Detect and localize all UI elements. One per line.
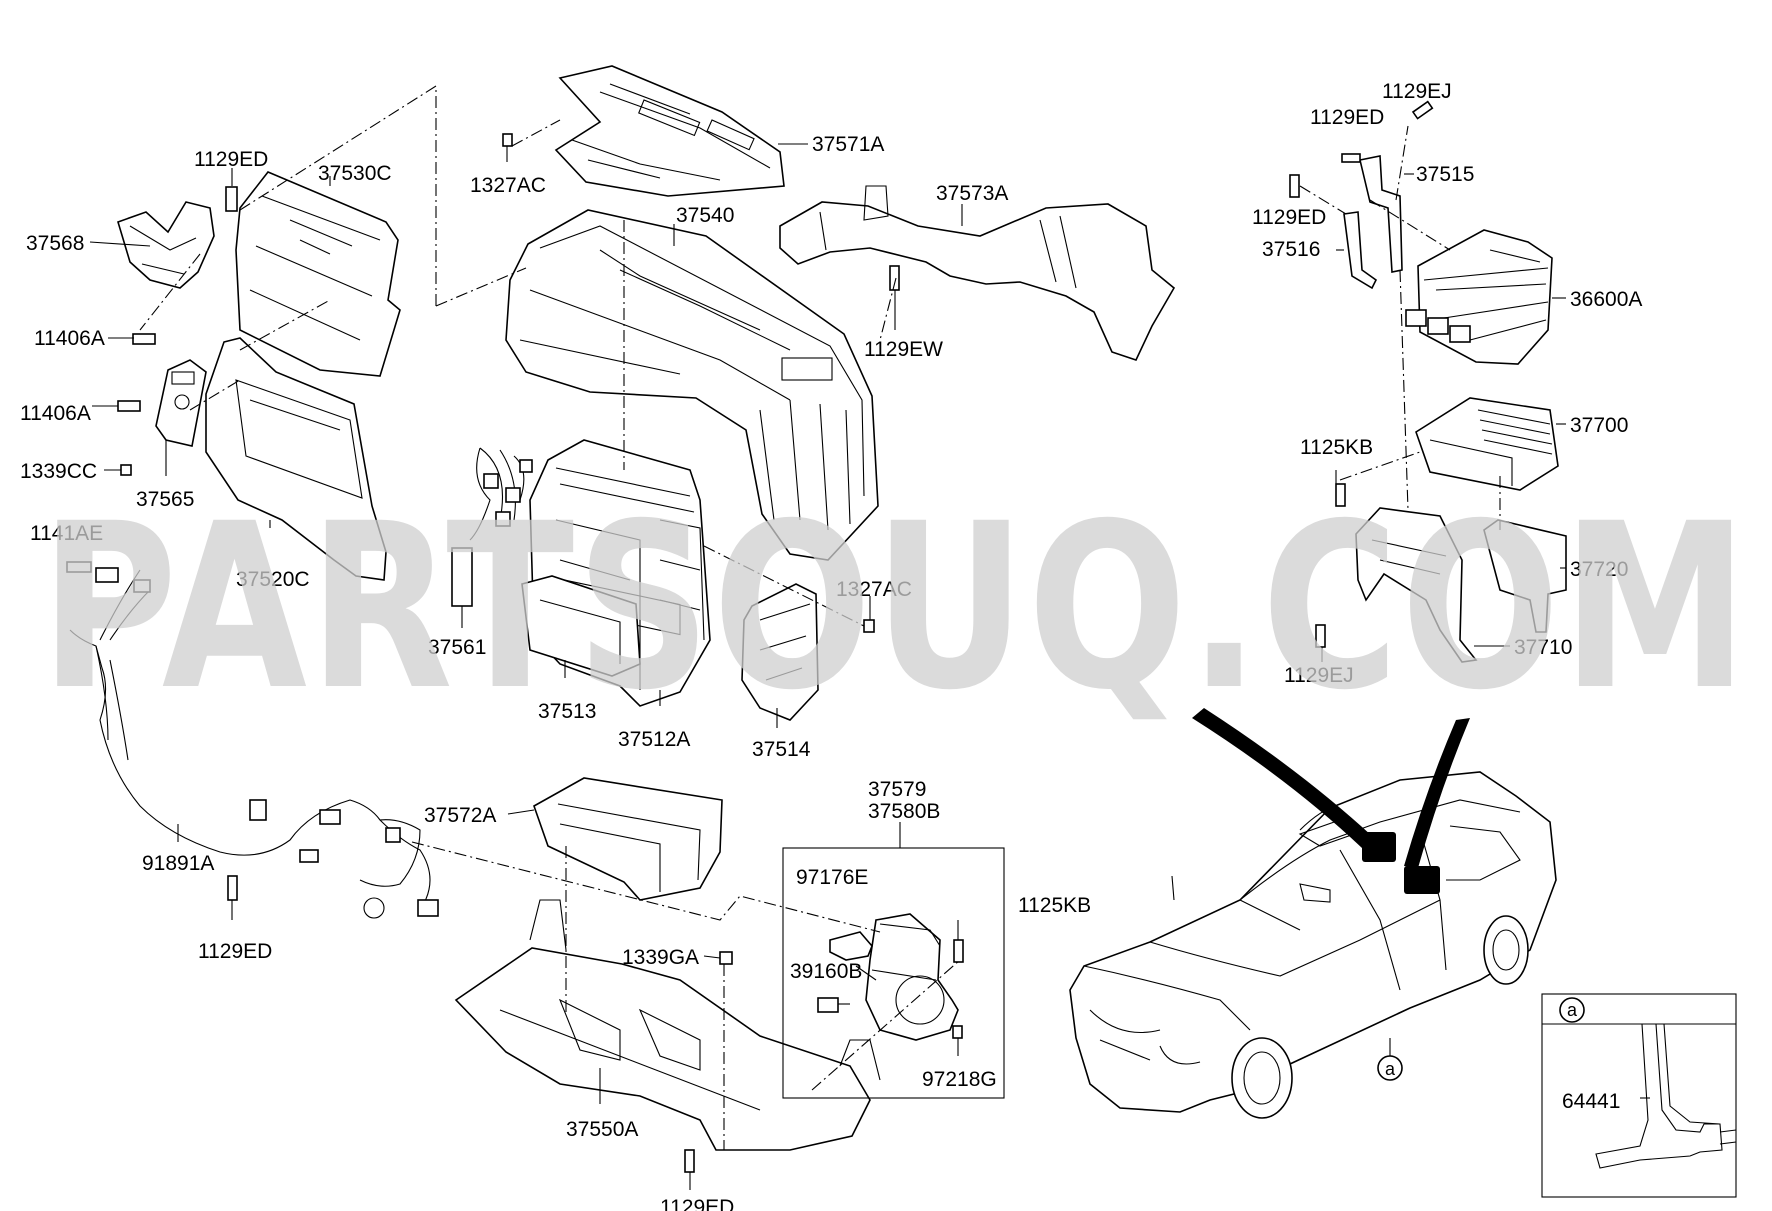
watermark-text: PARTSOUQ.COM (40, 474, 1750, 740)
callout-labels: 37571A 1327AC 1129ED 37530C 37568 11406A… (20, 80, 1642, 1211)
part-91891a-harness[interactable] (69, 567, 439, 919)
label-37710: 37710 (1514, 636, 1572, 659)
leader-lines (89, 143, 1650, 1190)
part-37514-relay-box[interactable] (741, 583, 819, 721)
label-1129ej-top: 1129EJ (1382, 80, 1452, 103)
label-36600a: 36600A (1570, 288, 1642, 311)
parts-bottom-fasteners[interactable] (684, 939, 964, 1173)
label-37550a: 37550A (566, 1118, 638, 1141)
label-1125kb-bottom: 1125KB (1018, 894, 1091, 917)
label-37515: 37515 (1416, 163, 1474, 186)
label-1327ac-mid: 1327AC (836, 578, 912, 601)
parts-right-fasteners[interactable] (1289, 100, 1434, 648)
label-37520c: 37520C (236, 568, 310, 591)
part-37530c-panel[interactable] (235, 171, 401, 377)
part-37513-module[interactable] (521, 575, 641, 677)
label-37565: 37565 (136, 488, 194, 511)
label-37579: 37579 (868, 778, 926, 801)
label-37700: 37700 (1570, 414, 1628, 437)
part-37550a-plate[interactable] (454, 899, 881, 1151)
label-11406a-2: 11406A (20, 402, 91, 425)
label-37540: 37540 (676, 204, 734, 227)
label-37530c: 37530C (318, 162, 392, 185)
label-1125kb-right: 1125KB (1300, 436, 1373, 459)
part-37565-bracket[interactable] (155, 359, 207, 447)
part-37579-blower[interactable] (865, 913, 959, 1041)
label-1339ga: 1339GA (622, 946, 699, 969)
box-37579-blower-group (782, 847, 1005, 1099)
part-1129ed-bolt-2[interactable] (227, 875, 238, 901)
label-37514: 37514 (752, 738, 811, 761)
label-1129ed-3: 1129ED (660, 1196, 734, 1211)
vehicle-location-pointers (1192, 708, 1470, 894)
part-37710-bracket[interactable] (1355, 507, 1478, 663)
label-37720: 37720 (1570, 558, 1628, 581)
reference-a-box: a (1559, 997, 1585, 1023)
part-37573a-duct[interactable] (779, 185, 1176, 361)
label-37573a: 37573A (936, 182, 1008, 205)
part-97218g-screw[interactable] (952, 1025, 963, 1039)
part-37720-bracket[interactable] (1483, 519, 1567, 633)
label-39160b: 39160B (790, 960, 862, 983)
reference-a-car-text: a (1385, 1059, 1396, 1079)
assembly-dashed-lines (139, 85, 1501, 1150)
label-1129ew: 1129EW (864, 338, 943, 361)
reference-a-box-text: a (1567, 1000, 1578, 1020)
part-37700-module[interactable] (1415, 397, 1559, 491)
label-37512a: 37512A (618, 728, 690, 751)
label-37561: 37561 (428, 636, 486, 659)
label-1129ed-r1: 1129ED (1310, 106, 1384, 129)
reference-a-car[interactable]: a (1377, 1055, 1403, 1081)
label-11406a-1: 11406A (34, 327, 105, 350)
label-1327ac-top: 1327AC (470, 174, 546, 197)
label-1129ed-2: 1129ED (198, 940, 272, 963)
label-1339cc: 1339CC (20, 460, 97, 483)
part-37516-bracket[interactable] (1343, 211, 1378, 290)
part-37572a-tray[interactable] (533, 777, 723, 901)
label-97176e: 97176E (796, 866, 868, 889)
label-1141ae: 1141AE (30, 522, 103, 545)
label-37571a: 37571A (812, 133, 884, 156)
part-97176e-sensor[interactable] (829, 931, 873, 961)
label-37568: 37568 (26, 232, 84, 255)
parts-left-fasteners[interactable] (66, 186, 238, 573)
part-37540-frame[interactable] (505, 209, 879, 561)
part-1327ac-top-clip[interactable] (502, 133, 513, 147)
part-36600a-controller[interactable] (1405, 229, 1553, 365)
label-37572a: 37572A (424, 804, 496, 827)
part-37515-bracket[interactable] (1359, 155, 1403, 273)
label-37516: 37516 (1262, 238, 1320, 261)
inset-detail-a (1541, 993, 1737, 1198)
label-37513: 37513 (538, 700, 596, 723)
label-1129ej-bot: 1129EJ (1284, 664, 1354, 687)
label-37580b: 37580B (868, 800, 940, 823)
label-64441: 64441 (1562, 1090, 1620, 1113)
label-1129ed-r2: 1129ED (1252, 206, 1326, 229)
label-1129ed-1: 1129ED (194, 148, 268, 171)
part-37520c-panel[interactable] (205, 337, 387, 581)
part-39160b-connector[interactable] (817, 997, 839, 1013)
label-97218g: 97218G (922, 1068, 997, 1091)
part-37571a-cover[interactable] (554, 65, 785, 197)
vehicle-illustration (1069, 771, 1557, 1119)
part-1129ew-bolt[interactable] (889, 265, 900, 291)
label-91891a: 91891A (142, 852, 214, 875)
